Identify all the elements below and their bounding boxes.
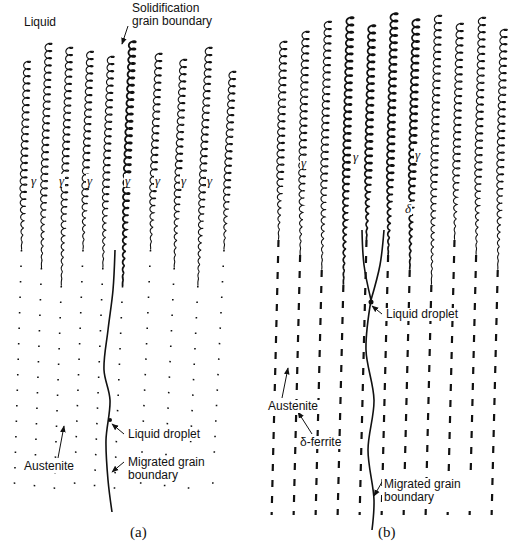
boundary-label: Migrated grain boundary — [126, 456, 218, 482]
phase-symbol: γ — [180, 174, 187, 187]
cell-boundary — [174, 59, 187, 268]
phase-symbol: γ — [154, 174, 161, 187]
phase-symbol: γ — [86, 174, 93, 187]
cell-boundary — [387, 13, 398, 255]
migrated-grain-boundary — [366, 300, 374, 530]
liquid-droplet — [108, 418, 112, 422]
phase-symbol: γ — [352, 150, 359, 163]
phase-label: Austenite — [266, 400, 320, 413]
cell-boundary — [321, 21, 332, 270]
austenite-cell-trace — [212, 250, 224, 490]
phase-symbol: γ — [206, 174, 213, 187]
boundary-label: Solidification grain boundary — [130, 2, 222, 28]
liquid-droplet — [369, 300, 374, 305]
delta-ferrite-trace — [382, 255, 389, 515]
delta-ferrite-trace — [492, 270, 498, 515]
cell-boundary — [61, 47, 73, 286]
cell-boundary — [102, 56, 114, 268]
delta-ferrite-trace — [338, 285, 344, 515]
phase-symbol: γ — [58, 174, 65, 187]
cell-boundary — [223, 71, 235, 250]
cell-boundary — [41, 43, 52, 268]
cell-boundary — [277, 41, 287, 240]
delta-ferrite-trace — [360, 240, 367, 515]
phase-symbol: γ — [414, 148, 421, 161]
leader-lines — [58, 26, 382, 496]
delta-ferrite-trace — [316, 270, 322, 515]
cell-boundary — [123, 41, 136, 286]
phase-symbol: γ — [124, 174, 131, 187]
cell-boundary — [453, 23, 464, 239]
austenite-cell-trace — [14, 250, 21, 490]
cell-boundary — [431, 15, 442, 285]
migrated-grain-boundary — [362, 230, 371, 300]
migrated-grain-boundary — [371, 230, 384, 300]
phase-symbol: γ — [30, 174, 37, 187]
cell-boundary — [497, 29, 508, 270]
droplet-label: Liquid droplet — [384, 308, 460, 321]
delta-ferrite-trace — [448, 240, 455, 515]
delta-ferrite-trace — [470, 255, 477, 515]
cell-boundary — [198, 47, 212, 286]
cell-boundary — [409, 19, 420, 270]
cell-boundary — [299, 31, 310, 255]
delta-ferrite-trace — [294, 255, 301, 515]
cell-boundary — [20, 61, 31, 250]
cell-boundary — [82, 51, 94, 250]
austenite-cell-trace — [140, 250, 150, 490]
phase-symbol: δ — [404, 202, 412, 215]
phase-symbol: γ — [300, 156, 307, 169]
panel-label: (a) — [128, 526, 149, 539]
droplet-label: Liquid droplet — [126, 428, 202, 441]
delta-ferrite-trace — [272, 240, 279, 515]
cell-boundary — [475, 17, 486, 255]
phase-label: Austenite — [22, 460, 76, 473]
phase-label: δ-ferrite — [298, 436, 343, 449]
austenite-cell-trace — [94, 268, 102, 490]
austenite-cell-trace — [114, 286, 122, 490]
austenite-cell-trace — [74, 250, 83, 490]
austenite-cell-trace — [34, 268, 41, 490]
migrated-grain-boundary — [104, 250, 115, 512]
region-label: Liquid — [22, 16, 58, 29]
cell-boundary — [365, 25, 376, 240]
panel-label: (b) — [376, 526, 398, 539]
boundary-label: Migrated grain boundary — [382, 478, 474, 504]
cell-boundary — [150, 53, 162, 249]
